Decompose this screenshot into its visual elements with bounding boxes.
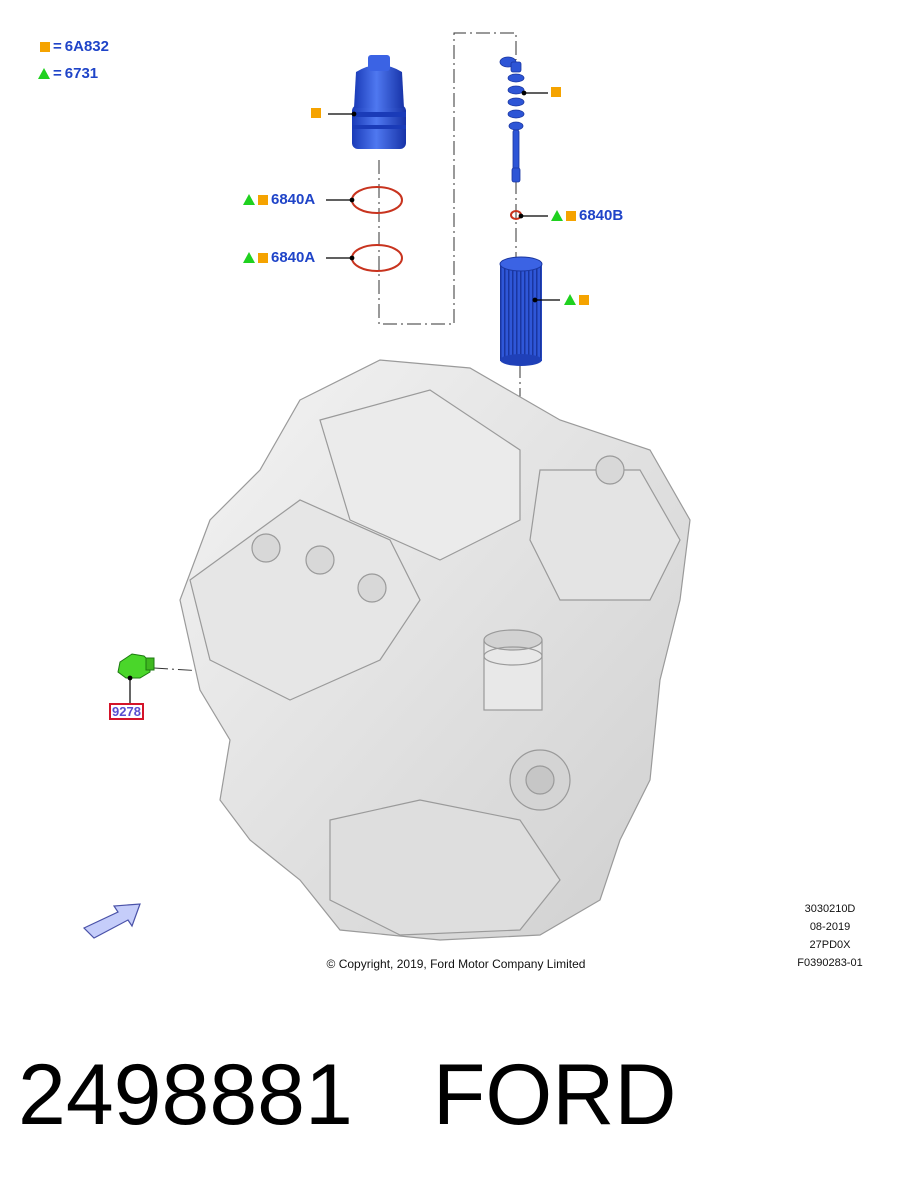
triangle-marker-icon <box>243 252 255 263</box>
filter-cap <box>352 55 406 149</box>
brand-name: FORD <box>432 1047 677 1143</box>
seal-lower-code: 6840A <box>271 249 316 266</box>
callout-filter-cap <box>311 108 321 118</box>
metadata-line-1: 3030210D <box>804 903 856 915</box>
sensor-part-code: 9278 <box>109 703 144 720</box>
triangle-marker-icon <box>551 210 563 221</box>
callout-sensor: 9278 <box>109 703 144 720</box>
callout-seal-small: 6840B <box>551 207 623 224</box>
part-caption: 2498881 FORD <box>18 1052 676 1138</box>
square-marker-icon <box>258 194 268 205</box>
legend-square: = 6A832 <box>40 38 109 55</box>
metadata-line-2: 08-2019 <box>809 921 851 933</box>
legend-equals: = <box>53 65 62 82</box>
legend-equals: = <box>53 38 62 55</box>
oil-pressure-sensor <box>117 653 155 679</box>
triangle-marker-icon <box>38 68 50 79</box>
callout-drain-tube <box>551 87 561 97</box>
metadata-line-3: 27PD0X <box>809 939 851 951</box>
o-ring-seals <box>351 186 522 272</box>
drawing-metadata: 3030210D 08-2019 27PD0X F0390283-01 <box>780 900 880 972</box>
callout-seal-upper: 6840A <box>243 191 315 208</box>
seal-upper-code: 6840A <box>271 191 316 208</box>
leader-lines <box>127 90 560 703</box>
square-marker-icon <box>579 294 589 305</box>
metadata-line-4: F0390283-01 <box>797 957 863 969</box>
seal-small-code: 6840B <box>579 207 624 224</box>
legend-square-code: 6A832 <box>64 38 109 55</box>
o-ring-lower <box>351 244 403 272</box>
callout-seal-lower: 6840A <box>243 249 315 266</box>
o-ring-upper <box>351 186 403 214</box>
drain-tube <box>499 56 525 183</box>
legend-triangle-code: 6731 <box>64 65 99 82</box>
engine-block <box>179 359 691 941</box>
exploded-parts-diagram <box>82 32 691 941</box>
square-marker-icon <box>258 252 268 263</box>
callout-filter-element <box>564 294 589 305</box>
copyright-notice: © Copyright, 2019, Ford Motor Company Li… <box>326 957 586 971</box>
part-number: 2498881 <box>18 1047 353 1143</box>
filter-element <box>499 256 543 366</box>
square-marker-icon <box>551 87 561 97</box>
square-marker-icon <box>311 108 321 118</box>
square-marker-icon <box>566 210 576 221</box>
orientation-arrow-icon <box>82 903 141 939</box>
square-marker-icon <box>40 41 50 52</box>
triangle-marker-icon <box>564 294 576 305</box>
triangle-marker-icon <box>243 194 255 205</box>
legend-triangle: = 6731 <box>38 65 98 82</box>
